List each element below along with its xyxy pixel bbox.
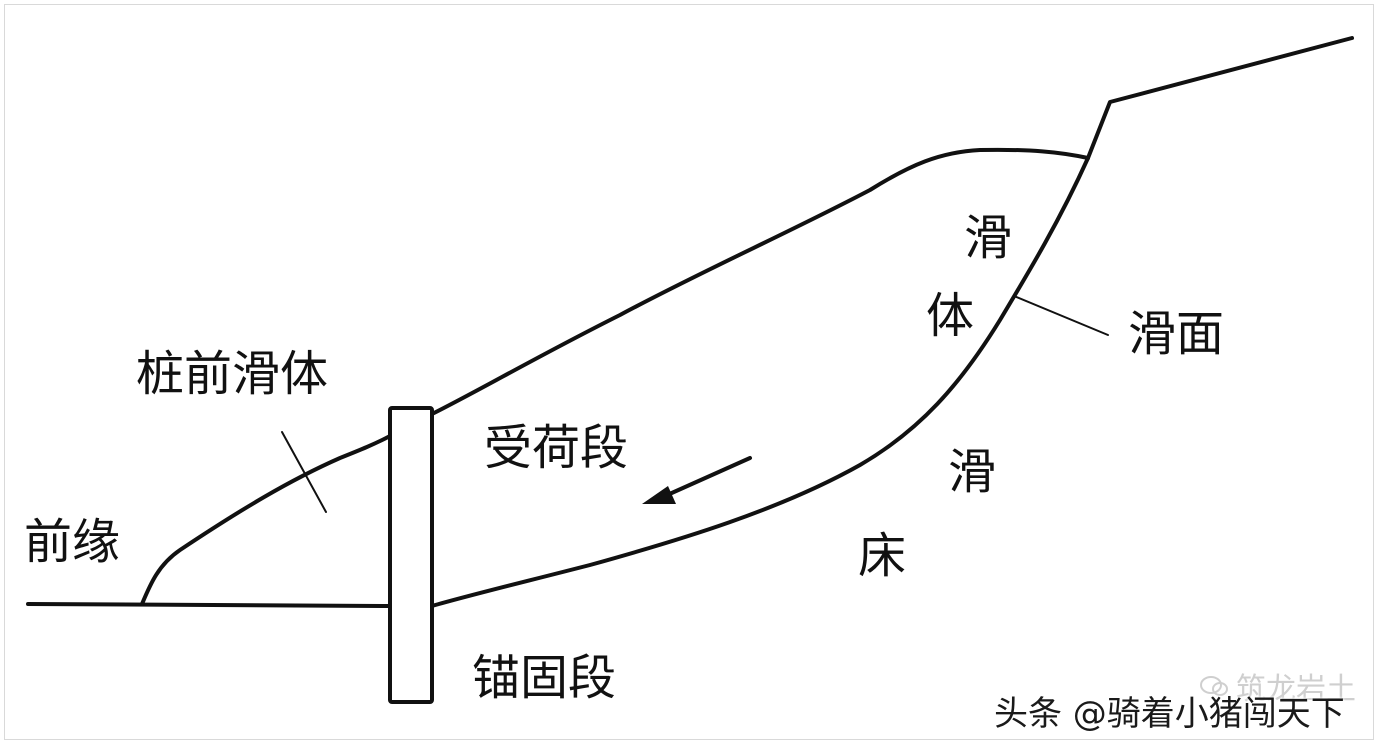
ground-line (26, 602, 392, 608)
movement-arrow-shaft (663, 456, 752, 498)
slide-body-label-bottom: 体 (926, 288, 975, 344)
slope-surface (430, 147, 1090, 416)
slide-bed-label-top: 滑 (948, 444, 997, 500)
movement-arrow-head (642, 486, 676, 504)
back-scarp (1086, 36, 1354, 160)
slip-surface-curve (430, 156, 1090, 608)
source-watermark: 筑龙岩土 (1200, 664, 1356, 708)
pile-front-body-label: 桩前滑体 (136, 346, 329, 402)
slide-bed-label-bottom: 床 (858, 528, 907, 584)
slip-surface-leader-line (1013, 295, 1109, 336)
image-frame (4, 4, 1374, 740)
front-edge-label: 前缘 (24, 514, 121, 570)
main-watermark: 头条 @骑着小猪闯天下 (994, 694, 1345, 734)
source-watermark-text: 筑龙岩土 (1236, 672, 1356, 707)
anchor-section-label: 锚固段 (472, 650, 617, 706)
pile-front-body-leader-line (281, 431, 327, 513)
wechat-icon (1200, 676, 1228, 696)
pile-front-slope-surface (140, 434, 392, 606)
slip-surface-label: 滑面 (1128, 306, 1225, 362)
anti-slide-pile (388, 406, 434, 704)
slide-body-label-top: 滑 (964, 210, 1013, 266)
load-section-label: 受荷段 (484, 420, 629, 476)
